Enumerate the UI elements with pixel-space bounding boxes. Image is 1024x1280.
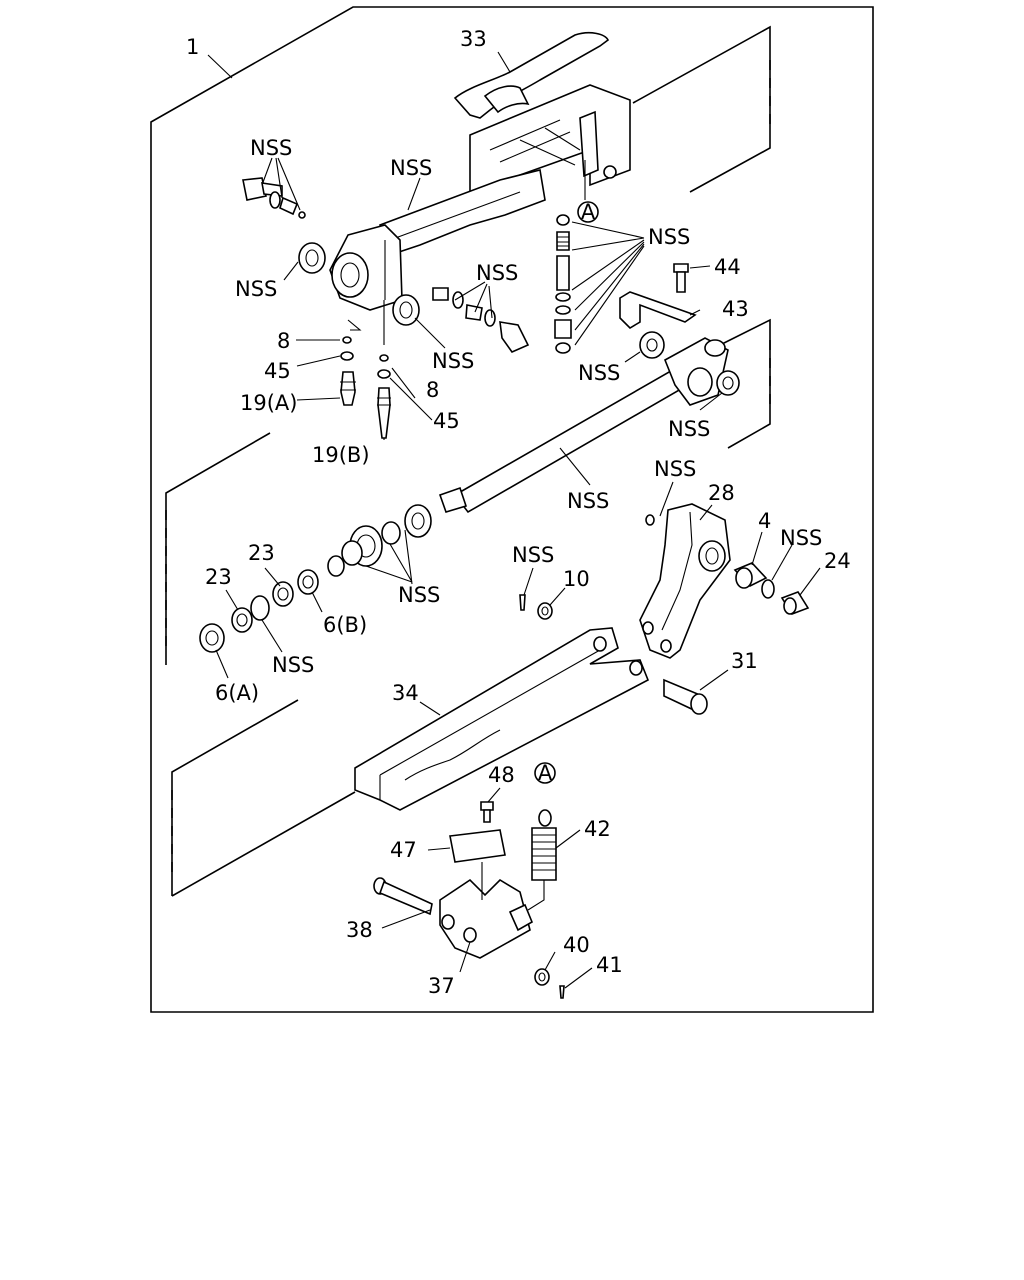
label-nss-springs: NSS [648, 225, 690, 249]
assembly-boundary-lines [165, 25, 771, 897]
part-38-bolt [373, 877, 433, 916]
part-labels: 1 33 NSS NSS NSS NSS 44 NSS 43 8 NSS NSS… [186, 27, 851, 998]
label-31: 31 [731, 649, 758, 673]
ref-a-lower-text: A [538, 761, 553, 785]
label-43: 43 [722, 297, 749, 321]
label-6b: 6(B) [323, 613, 367, 637]
bracket-bushing-left [298, 242, 326, 274]
ref-a-upper-text: A [581, 200, 596, 224]
shaft-bushing-left [639, 331, 665, 359]
label-41: 41 [596, 953, 623, 977]
part-6a-bushing [199, 623, 225, 653]
bolt-set-center [432, 287, 530, 353]
washer-nss-right [761, 579, 775, 599]
label-nss-bushing-left: NSS [235, 277, 277, 301]
bracket-bushing-right [392, 294, 420, 326]
label-nss-snap-ring: NSS [272, 653, 314, 677]
part-4-bushing [733, 562, 768, 589]
part-10-washer [537, 602, 553, 620]
pin-19a-assembly [340, 336, 356, 406]
part-42-spring [527, 809, 557, 911]
label-8-left: 8 [277, 329, 290, 353]
part-6b-bushing [297, 569, 319, 595]
pin-19b-assembly [377, 354, 391, 439]
label-nss-shaft-end: NSS [398, 583, 440, 607]
label-23-lower: 23 [205, 565, 232, 589]
ref-circle-a-upper: A [577, 200, 599, 224]
label-8-right: 8 [426, 378, 439, 402]
snap-ring-nss [250, 595, 270, 621]
shaft-bushing-right [716, 370, 740, 396]
part-37-bracket [439, 862, 534, 959]
label-44: 44 [714, 255, 741, 279]
bracket-43 [619, 291, 697, 330]
label-nss-bolts: NSS [250, 136, 292, 160]
pin-leader-lines [347, 300, 385, 345]
spring-stack [554, 214, 572, 354]
part-23-washers [231, 581, 294, 633]
label-42: 42 [584, 817, 611, 841]
label-34: 34 [392, 681, 419, 705]
ref-circle-a-lower: A [534, 761, 556, 785]
label-nss-shaft-right: NSS [668, 417, 710, 441]
part-48-screw [480, 801, 494, 823]
label-nss-center-bolts: NSS [476, 261, 518, 285]
label-45-right: 45 [433, 409, 460, 433]
label-nss-shaft-bushing: NSS [578, 361, 620, 385]
label-38: 38 [346, 918, 373, 942]
label-nss-washer-right: NSS [780, 526, 822, 550]
label-nss-cotter: NSS [512, 543, 554, 567]
label-10: 10 [563, 567, 590, 591]
part-47-plate [449, 829, 506, 863]
part-40-washer [534, 968, 550, 986]
label-1: 1 [186, 35, 199, 59]
label-47: 47 [390, 838, 417, 862]
label-19a: 19(A) [240, 391, 297, 415]
label-45-left: 45 [264, 359, 291, 383]
part-31-pin [663, 678, 708, 715]
part-33-housing [453, 32, 631, 197]
label-nss-arm: NSS [390, 156, 432, 180]
diagram-frame [150, 6, 874, 1013]
bolt-set-upper-left [242, 177, 306, 219]
label-37: 37 [428, 974, 455, 998]
label-nss-bushing-right: NSS [432, 349, 474, 373]
label-23-upper: 23 [248, 541, 275, 565]
label-6a: 6(A) [215, 681, 259, 705]
label-40: 40 [563, 933, 590, 957]
label-19b: 19(B) [312, 443, 370, 467]
part-24-sleeve [780, 591, 810, 615]
part-41-cotter-pin [559, 985, 565, 999]
cotter-pin-nss [519, 594, 526, 611]
pedal-lever-34 [354, 627, 650, 811]
cross-shaft [438, 337, 729, 514]
label-48: 48 [488, 763, 515, 787]
pedal-support-bracket [329, 169, 546, 311]
label-24: 24 [824, 549, 851, 573]
shaft-end-bushings [327, 504, 432, 577]
label-nss-pedal-clip: NSS [654, 457, 696, 481]
bolt-44 [673, 263, 689, 293]
label-28: 28 [708, 481, 735, 505]
pedal-arm-28 [639, 503, 731, 659]
label-33: 33 [460, 27, 487, 51]
label-4: 4 [758, 509, 771, 533]
leader-lines [207, 51, 821, 989]
label-nss-shaft: NSS [567, 489, 609, 513]
